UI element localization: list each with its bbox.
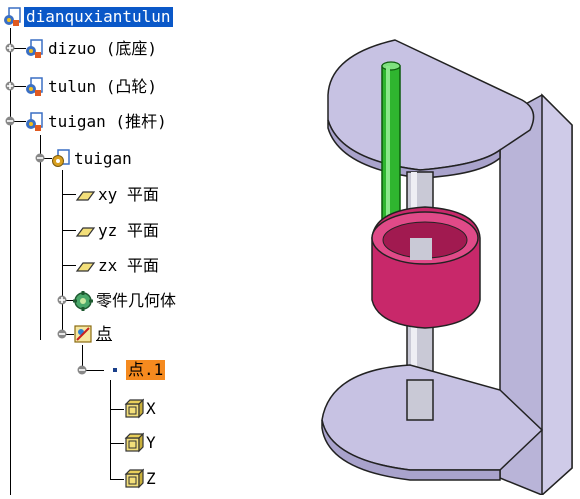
shaft-base <box>406 379 434 421</box>
tree-item-label: dizuo (底座) <box>48 39 158 58</box>
tree-root-label: dianquxiantulun <box>24 7 173 27</box>
tree-connector <box>10 48 26 49</box>
part-body-icon <box>50 148 72 170</box>
top-plate-edge <box>327 119 501 179</box>
shaft-through-cam <box>410 238 432 260</box>
tree-connector <box>10 28 11 495</box>
back-plate-side <box>541 93 573 497</box>
geometric-set-icon <box>72 323 94 345</box>
tree-item-coord-x[interactable]: X <box>122 397 158 421</box>
expand-toggle[interactable] <box>5 81 15 91</box>
part-icon <box>24 111 46 133</box>
product-icon <box>2 6 24 28</box>
tree-connector <box>62 230 76 231</box>
tree-connector <box>110 443 124 444</box>
tree-item-point[interactable]: 点.1 <box>104 358 166 382</box>
part-body-gear-icon <box>72 290 94 312</box>
tree-item-label: 点 <box>96 324 113 343</box>
tree-item-tuigan[interactable]: tuigan (推杆) <box>24 110 169 134</box>
plane-icon <box>74 255 96 277</box>
tree-item-label: 点.1 <box>126 360 166 380</box>
tree-root[interactable]: dianquxiantulun <box>2 5 173 29</box>
collapse-toggle[interactable] <box>57 329 67 339</box>
part-icon <box>24 76 46 98</box>
cam-mechanism-model <box>321 39 573 497</box>
tree-connector <box>110 380 111 480</box>
bottom-plate-edge <box>321 419 501 481</box>
tree-connector <box>62 194 76 195</box>
coordinate-icon <box>122 398 144 420</box>
tree-item-label: tuigan <box>74 149 132 168</box>
tree-item-dizuo[interactable]: dizuo (底座) <box>24 37 159 61</box>
plane-icon <box>74 184 96 206</box>
tree-item-label: tuigan (推杆) <box>48 112 167 131</box>
tree-item-geometric-set[interactable]: 点 <box>72 322 114 346</box>
tree-connector <box>62 265 76 266</box>
tree-item-coord-y[interactable]: Y <box>122 431 158 455</box>
point-icon <box>104 359 126 381</box>
collapse-toggle[interactable] <box>35 153 45 163</box>
follower-highlight <box>386 66 390 266</box>
tree-item-label: Z <box>146 469 156 488</box>
tree-item-part-body[interactable]: 零件几何体 <box>72 289 178 313</box>
tree-connector <box>110 479 124 480</box>
tree-connector <box>82 345 83 370</box>
tree-item-label: Y <box>146 433 156 452</box>
coordinate-icon <box>122 468 144 490</box>
tree-item-plane-yz[interactable]: yz 平面 <box>74 219 161 243</box>
tree-item-plane-xy[interactable]: xy 平面 <box>74 183 161 207</box>
collapse-toggle[interactable] <box>5 116 15 126</box>
tree-connector <box>62 334 74 335</box>
tree-item-label: yz 平面 <box>98 221 159 240</box>
part-icon <box>24 38 46 60</box>
tree-item-plane-zx[interactable]: zx 平面 <box>74 254 161 278</box>
tree-item-label: tulun (凸轮) <box>48 77 158 96</box>
tree-connector <box>10 86 26 87</box>
specification-tree: dianquxiantulun dizuo (底座) tulun (凸轮) tu… <box>2 5 178 495</box>
expand-toggle[interactable] <box>57 295 67 305</box>
tree-item-label: zx 平面 <box>98 256 159 275</box>
tree-item-part[interactable]: tuigan <box>50 147 134 171</box>
tree-connector <box>40 158 52 159</box>
tree-connector <box>10 121 26 122</box>
tree-connector <box>62 170 63 335</box>
collapse-toggle[interactable] <box>77 365 87 375</box>
tree-item-label: 零件几何体 <box>96 291 177 310</box>
tree-connector <box>40 135 41 340</box>
tree-item-label: X <box>146 399 156 418</box>
plane-icon <box>74 220 96 242</box>
coordinate-icon <box>122 432 144 454</box>
follower-top <box>381 61 401 71</box>
tree-item-coord-z[interactable]: Z <box>122 467 158 491</box>
tree-connector <box>82 370 104 371</box>
tree-connector <box>62 300 74 301</box>
expand-toggle[interactable] <box>5 43 15 53</box>
tree-item-label: xy 平面 <box>98 185 159 204</box>
tree-connector <box>110 409 124 410</box>
tree-item-tulun[interactable]: tulun (凸轮) <box>24 75 159 99</box>
3d-viewport[interactable] <box>300 0 580 497</box>
